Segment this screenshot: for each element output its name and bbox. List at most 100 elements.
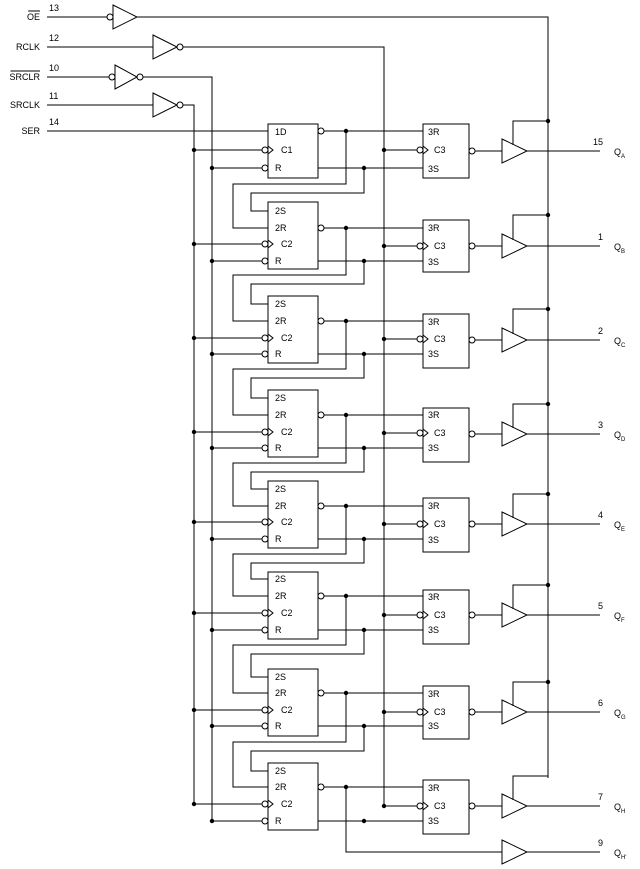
storage-flip-flop-7 xyxy=(422,685,470,740)
clock-input-bubble xyxy=(261,706,269,714)
pin-number: 14 xyxy=(49,117,59,127)
flip-flop-pin-label: 3R xyxy=(428,223,440,233)
junction-dot xyxy=(209,723,215,729)
flip-flop-pin-label: R xyxy=(275,721,282,731)
clock-edge-mark xyxy=(422,334,429,344)
storage-flip-flop-2 xyxy=(422,219,470,273)
flip-flop-pin-label: 3S xyxy=(428,443,439,453)
flip-flop-pin-label: 3S xyxy=(428,349,439,359)
srclr-buffer-gate xyxy=(114,64,139,90)
shift-register-flip-flop-5 xyxy=(267,480,319,549)
output-label: Q xyxy=(614,520,621,530)
pin-number: 1 xyxy=(598,232,603,242)
junction-dot xyxy=(381,243,387,249)
flip-flop-pin-label: C3 xyxy=(434,241,446,251)
chain-wire xyxy=(250,630,365,678)
output-enable-wire xyxy=(512,403,548,428)
pin-number: 6 xyxy=(598,698,603,708)
flip-flop-pin-label: C3 xyxy=(434,145,446,155)
junction-dot xyxy=(191,147,197,153)
flip-flop-pin-label: 3R xyxy=(428,127,440,137)
clock-edge-mark xyxy=(267,517,274,527)
junction-dot xyxy=(191,429,197,435)
flip-flop-pin-label: C2 xyxy=(281,333,293,343)
rclk-inverter-gate xyxy=(152,34,179,60)
reset-input-bubble xyxy=(261,626,269,634)
rclk-line xyxy=(183,46,385,806)
clock-edge-mark xyxy=(267,799,274,809)
chain-wire xyxy=(232,321,347,416)
junction-dot xyxy=(381,709,387,715)
flip-flop-pin-label: 2S xyxy=(275,672,286,682)
junction-dot xyxy=(209,258,215,264)
flip-flop-pin-label: C2 xyxy=(281,608,293,618)
flip-flop-pin-label: 2S xyxy=(275,574,286,584)
chain-wire xyxy=(232,228,347,322)
flip-flop-pin-label: R xyxy=(275,349,282,359)
junction-dot xyxy=(191,610,197,616)
reset-input-bubble xyxy=(261,535,269,543)
flip-flop-pin-label: C2 xyxy=(281,517,293,527)
clock-edge-mark xyxy=(422,241,429,251)
flip-flop-pin-label: C2 xyxy=(281,427,293,437)
reset-input-bubble xyxy=(261,257,269,265)
clock-edge-mark xyxy=(422,707,429,717)
flip-flop-pin-label: 2S xyxy=(275,484,286,494)
storage-flip-flop-3 xyxy=(422,313,470,369)
storage-output-bubble xyxy=(468,430,476,438)
storage-output-bubble xyxy=(468,708,476,716)
reset-input-bubble xyxy=(261,444,269,452)
clock-input-bubble xyxy=(416,520,424,528)
clock-edge-mark xyxy=(267,608,274,618)
output-label-subscript: F xyxy=(621,618,625,624)
reset-input-bubble xyxy=(261,350,269,358)
chain-wire xyxy=(232,693,347,788)
junction-dot xyxy=(191,801,197,807)
flip-flop-pin-label: R xyxy=(275,443,282,453)
clock-edge-mark xyxy=(422,801,429,811)
q-output-bubble xyxy=(317,411,325,419)
serial-output-buffer xyxy=(501,839,529,865)
chain-wire xyxy=(250,261,365,305)
junction-dot xyxy=(191,241,197,247)
pin-number: 13 xyxy=(49,3,59,13)
flip-flop-pin-label: 2R xyxy=(275,501,287,511)
srclr-input-bubble xyxy=(108,73,116,81)
junction-dot xyxy=(209,445,215,451)
junction-dot xyxy=(381,147,387,153)
pin-number: 2 xyxy=(598,326,603,336)
output-label-subscript: G xyxy=(621,715,626,721)
storage-flip-flop-4 xyxy=(422,407,470,463)
output-label: Q xyxy=(614,611,621,621)
srclk-inverter-gate xyxy=(152,92,179,118)
junction-dot xyxy=(191,519,197,525)
output-label: Q xyxy=(614,802,621,812)
clock-input-bubble xyxy=(261,334,269,342)
q-output-bubble xyxy=(317,689,325,697)
clock-edge-mark xyxy=(422,519,429,529)
junction-dot xyxy=(191,335,197,341)
input-label-srclr: SRCLR xyxy=(9,72,40,82)
pin-number: 11 xyxy=(49,91,58,101)
storage-flip-flop-8 xyxy=(422,779,470,835)
shift-register-flip-flop-3 xyxy=(267,295,319,364)
flip-flop-pin-label: 2S xyxy=(275,393,286,403)
junction-dot xyxy=(545,491,551,497)
chain-wire xyxy=(250,354,365,399)
flip-flop-pin-label: C3 xyxy=(434,801,446,811)
clock-input-bubble xyxy=(416,802,424,810)
flip-flop-pin-label: C3 xyxy=(434,428,446,438)
flip-flop-pin-label: R xyxy=(275,625,282,635)
pin-number: 15 xyxy=(593,137,603,147)
chain-wire xyxy=(232,596,347,694)
output-label: Q xyxy=(614,848,621,858)
shift-register-flip-flop-2 xyxy=(267,201,319,270)
tri-state-buffer-8 xyxy=(501,793,529,819)
tri-state-buffer-5 xyxy=(501,511,529,537)
flip-flop-pin-label: 2R xyxy=(275,316,287,326)
storage-output-bubble xyxy=(468,802,476,810)
shift-register-flip-flop-4 xyxy=(267,389,319,458)
flip-flop-pin-label: 3S xyxy=(428,721,439,731)
clock-edge-mark xyxy=(422,145,429,155)
clock-input-bubble xyxy=(261,800,269,808)
